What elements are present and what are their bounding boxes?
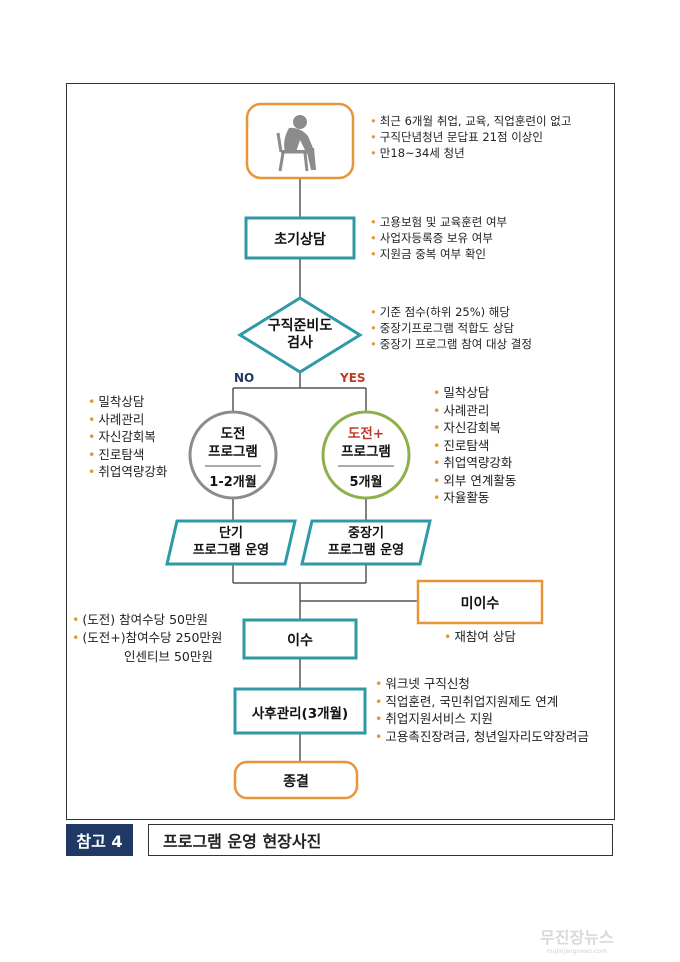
list-item: 밀착상담 (433, 384, 516, 402)
long-program-line2: 프로그램 운영 (327, 543, 405, 558)
list-item: 중장기프로그램 적합도 상담 (370, 320, 532, 336)
after-care-node (233, 687, 367, 735)
start-node (245, 102, 355, 180)
challenge-plus-activities-list: 밀착상담 사례관리 자신감회복 진로탐색 취업역량강화 외부 연계활동 자율활동 (433, 384, 516, 507)
readiness-check-label: 구직준비도 검사 (240, 318, 360, 352)
list-item: 구직단념청년 문답표 21점 이상인 (370, 129, 571, 145)
list-item: 취업역량강화 (433, 454, 516, 472)
watermark-text: 무진장뉴스 (540, 928, 614, 947)
list-item: 기준 점수(하위 25%) 해당 (370, 304, 532, 320)
list-item: 외부 연계활동 (433, 472, 516, 490)
watermark-logo: 무진장뉴스 mujinjangnews.com (540, 924, 614, 955)
reference-number: 참고 4 (66, 824, 133, 856)
list-item: 지원금 중복 여부 확인 (370, 246, 507, 262)
incomplete-list: 재참여 상담 (444, 628, 515, 646)
short-program-line1: 단기 (219, 526, 243, 541)
list-item: 최근 6개월 취업, 교육, 직업훈련이 없고 (370, 113, 572, 129)
list-item: (도전) 참여수당 50만원 (72, 611, 222, 629)
challenge-title-line2: 프로그램 (208, 444, 258, 460)
complete-node (242, 618, 358, 660)
after-care-list: 워크넷 구직신청 직업훈련, 국민취업지원제도 연계 취업지원서비스 지원 고용… (375, 675, 589, 746)
long-program-label: 중장기 프로그램 운영 (302, 525, 430, 559)
initial-consult-node (244, 216, 356, 260)
complete-incentive: 인센티브 50만원 (124, 649, 213, 664)
list-item: 자율활동 (433, 489, 516, 507)
list-item: 사례관리 (433, 402, 516, 420)
list-item: 취업지원서비스 지원 (375, 710, 589, 728)
list-item: 직업훈련, 국민취업지원제도 연계 (375, 693, 589, 711)
flowchart-frame (66, 83, 615, 820)
list-item: 재참여 상담 (444, 628, 515, 646)
list-item: 사례관리 (88, 411, 167, 429)
list-item: 취업역량강화 (88, 463, 167, 481)
end-node (233, 760, 359, 800)
no-label: NO (234, 371, 255, 385)
readiness-check-label-line1: 구직준비도 (267, 318, 333, 334)
readiness-check-label-line2: 검사 (287, 335, 313, 351)
watermark-subtext: mujinjangnews.com (546, 948, 607, 955)
after-care-label: 사후관리(3개월) (251, 706, 349, 722)
complete-label: 이수 (287, 633, 313, 649)
challenge-activities-list: 밀착상담 사례관리 자신감회복 진로탐색 취업역량강화 (88, 393, 167, 481)
challenge-plus-title-line1: 도전+ (347, 426, 385, 442)
readiness-check-node (237, 296, 363, 374)
readiness-check-list: 기준 점수(하위 25%) 해당 중장기프로그램 적합도 상담 중장기 프로그램… (370, 304, 532, 352)
list-item: 밀착상담 (88, 393, 167, 411)
incomplete-node (416, 579, 544, 625)
challenge-program-title: 도전 프로그램 (190, 425, 276, 461)
end-label: 종결 (283, 774, 309, 790)
challenge-duration: 1-2개월 (209, 475, 257, 490)
short-program-label: 단기 프로그램 운영 (167, 525, 295, 559)
initial-consult-label: 초기상담 (274, 232, 326, 248)
initial-consult-list: 고용보험 및 교육훈련 여부 사업자등록증 보유 여부 지원금 중복 여부 확인 (370, 214, 507, 262)
short-program-line2: 프로그램 운영 (192, 543, 270, 558)
sitting-person-icon (276, 115, 316, 172)
reference-title: 프로그램 운영 현장사진 (148, 824, 613, 856)
list-item: 중장기 프로그램 참여 대상 결정 (370, 336, 532, 352)
challenge-program-node (188, 410, 278, 500)
complete-allowance-list: (도전) 참여수당 50만원 (도전+)참여수당 250만원 (72, 611, 222, 646)
list-item: 진로탐색 (88, 446, 167, 464)
challenge-plus-program-title: 도전+ 프로그램 (323, 425, 409, 461)
challenge-plus-duration: 5개월 (349, 475, 383, 490)
list-item: 워크넷 구직신청 (375, 675, 589, 693)
list-item: 만18~34세 청년 (370, 145, 571, 161)
list-item: 자신감회복 (433, 419, 516, 437)
list-item: (도전+)참여수당 250만원 (72, 629, 222, 647)
long-program-node (300, 519, 432, 566)
list-item: 자신감회복 (88, 428, 167, 446)
challenge-title-line1: 도전 (220, 426, 246, 442)
short-program-node (165, 519, 297, 566)
list-item: 사업자등록증 보유 여부 (370, 230, 507, 246)
list-item: 진로탐색 (433, 437, 516, 455)
list-item: 고용보험 및 교육훈련 여부 (370, 214, 507, 230)
yes-label: YES (340, 371, 366, 385)
challenge-plus-program-node (321, 410, 411, 500)
challenge-plus-title-line2: 프로그램 (341, 444, 391, 460)
start-criteria-list: 최근 6개월 취업, 교육, 직업훈련이 없고 구직단념청년 문답표 21점 이… (370, 113, 572, 161)
list-item: 고용촉진장려금, 청년일자리도약장려금 (375, 728, 588, 746)
long-program-line1: 중장기 (348, 526, 384, 541)
incomplete-label: 미이수 (460, 596, 500, 612)
